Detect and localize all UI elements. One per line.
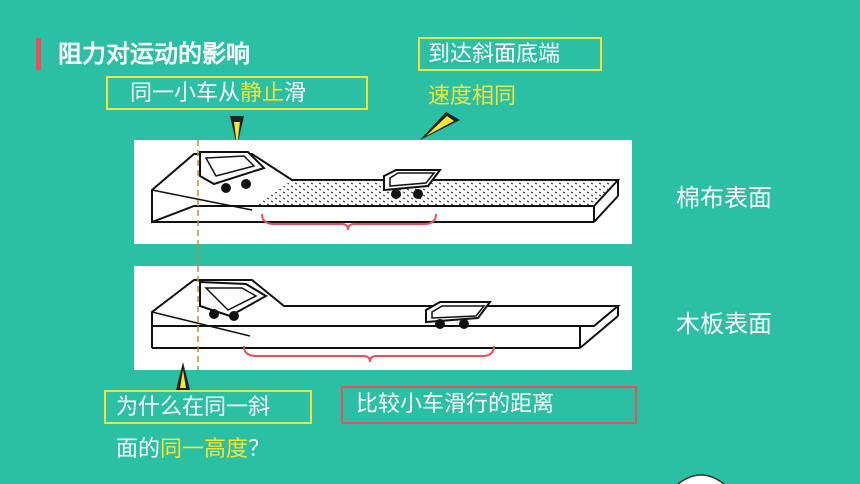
distance-brace-cotton xyxy=(261,213,437,231)
cotton-track-diagram xyxy=(151,140,621,244)
height-reference-dashed-line xyxy=(197,244,199,266)
callout-compare-distance xyxy=(341,386,637,424)
callout-why-same-height-text: 为什么在同一斜 xyxy=(116,395,271,420)
callout-same-start-end: 滑 xyxy=(284,81,307,106)
callout-same-start-text: 同一小车从静止滑 xyxy=(130,83,306,105)
line2-plain: 面的 xyxy=(116,437,161,462)
title-accent-bar xyxy=(36,38,41,70)
callout-reach-bottom-text: 到达斜面底端 xyxy=(428,42,561,67)
decorative-doodle-icon xyxy=(677,474,725,484)
callout-same-start xyxy=(106,76,368,110)
pointer-arrow-top-right xyxy=(420,112,460,140)
callout-same-start-plain: 同一小车从 xyxy=(130,81,241,106)
diagram-panel-wood xyxy=(134,266,632,370)
surface-label-wood: 木板表面 xyxy=(676,310,772,338)
surface-label-cotton: 棉布表面 xyxy=(676,184,772,212)
diagram-panel-cotton xyxy=(134,140,632,244)
line2-highlight: 同一高度 xyxy=(160,437,249,462)
car-on-ramp-wood xyxy=(199,280,268,321)
line2-end: ？ xyxy=(248,437,271,462)
callout-reach-bottom xyxy=(418,37,602,71)
callout-why-same-height-line2: 面的同一高度？ xyxy=(116,439,270,461)
car-on-cotton xyxy=(383,169,442,199)
callout-why-same-height xyxy=(104,390,312,424)
car-on-wood xyxy=(425,301,492,329)
callout-compare-distance-text: 比较小车滑行的距离 xyxy=(356,392,555,417)
car-on-ramp xyxy=(199,151,266,193)
callout-same-speed-text: 速度相同 xyxy=(428,84,517,109)
pointer-arrow-bottom-left xyxy=(176,362,190,390)
pointer-arrow-top-left xyxy=(230,116,244,146)
wood-track-diagram xyxy=(151,266,621,370)
distance-brace-wood xyxy=(243,345,495,363)
page-title: 阻力对运动的影响 xyxy=(58,40,250,68)
callout-same-start-highlight: 静止 xyxy=(240,81,285,106)
